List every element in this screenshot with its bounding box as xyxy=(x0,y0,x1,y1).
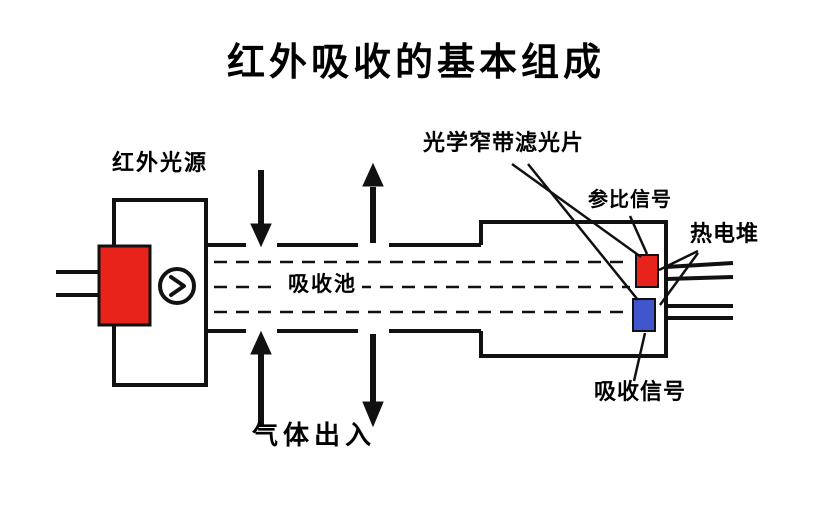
label-optical-filter: 光学窄带滤光片 xyxy=(423,131,585,156)
label-ir-source: 红外光源 xyxy=(112,151,209,176)
reference-filter xyxy=(635,254,659,288)
label-reference-signal: 参比信号 xyxy=(588,187,672,211)
annotation-leader-lines xyxy=(511,162,700,382)
ir-beam-dashed-lines xyxy=(214,260,630,314)
label-absorption-cell: 吸收池 xyxy=(283,272,362,297)
chevron-right-icon xyxy=(169,275,186,297)
detector-output-wires xyxy=(665,261,734,320)
detector-chamber xyxy=(479,220,668,358)
emitter-indicator-circle xyxy=(158,267,196,305)
label-thermopile: 热电堆 xyxy=(690,222,760,247)
diagram-title: 红外吸收的基本组成 xyxy=(226,40,605,84)
label-absorption-signal: 吸收信号 xyxy=(594,380,687,405)
source-lead-wires xyxy=(56,270,101,297)
gas-flow-arrows xyxy=(250,162,384,428)
ir-emitter xyxy=(97,244,152,327)
absorption-filter xyxy=(632,298,656,332)
label-gas-inout: 气体出入 xyxy=(252,421,377,451)
absorption-cell-walls xyxy=(206,243,481,333)
